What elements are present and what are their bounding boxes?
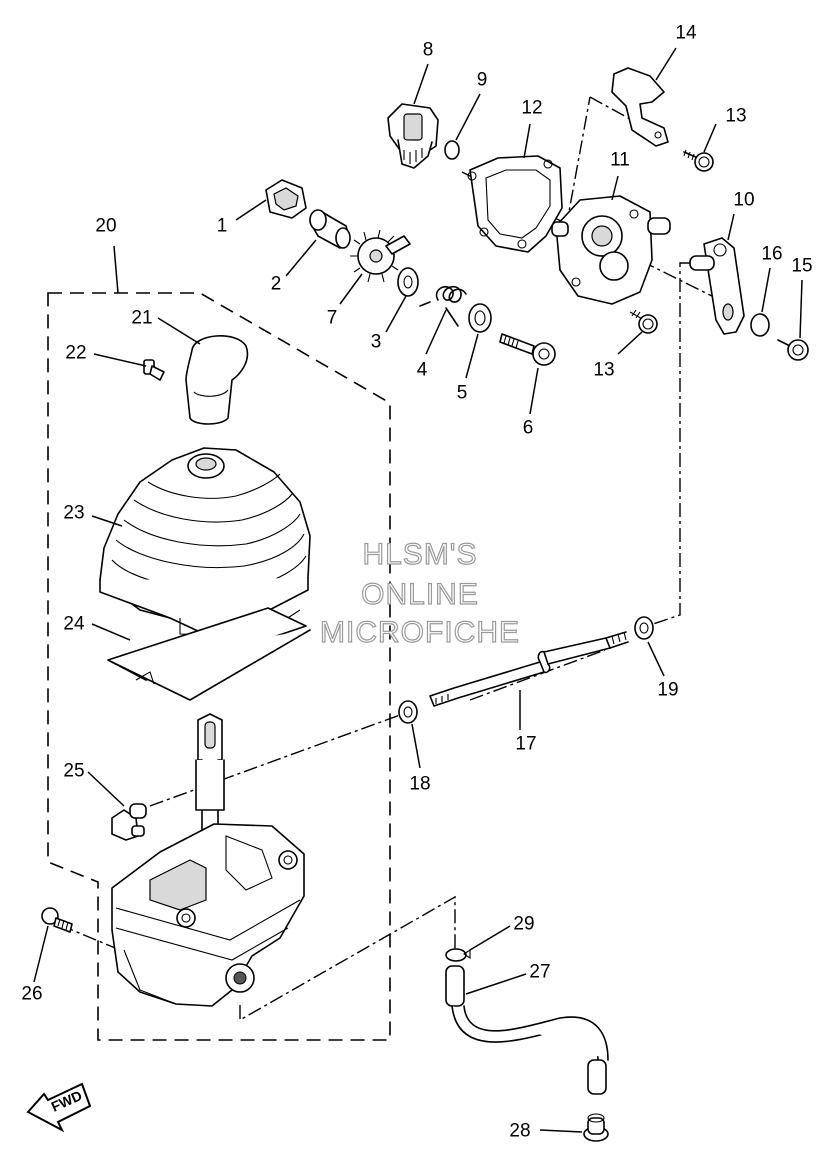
watermark-line-2: ONLINE: [361, 578, 479, 611]
watermark: HLSM'S ONLINE MICROFICHE: [319, 537, 520, 649]
part-13-bolt-lower: [629, 309, 658, 334]
part-1-cap: [265, 179, 307, 219]
callout-4: 4: [417, 360, 428, 381]
callout-13-upper: 13: [725, 106, 746, 127]
part-10-lever: [689, 237, 745, 335]
part-22-screw: [143, 359, 165, 381]
callout-3: 3: [371, 332, 382, 353]
callout-21: 21: [131, 308, 152, 329]
part-26-bolt: [41, 907, 73, 933]
callout-28: 28: [509, 1121, 530, 1142]
part-23-boot: [99, 447, 311, 637]
callout-24: 24: [63, 614, 85, 635]
watermark-line-3: MICROFICHE: [320, 616, 520, 649]
part-15-bolt: [777, 339, 809, 361]
part-11-housing: [551, 195, 671, 305]
callout-16: 16: [761, 244, 782, 265]
part-2-bushing: [309, 209, 351, 249]
assembly-boundary-20: [47, 292, 391, 1041]
callout-23: 23: [63, 503, 84, 524]
callout-19: 19: [657, 680, 678, 701]
callout-27: 27: [529, 962, 550, 983]
leader-lines: [33, 47, 803, 1133]
callout-7: 7: [327, 308, 338, 329]
callout-6: 6: [523, 418, 534, 439]
callout-14: 14: [675, 23, 697, 44]
part-24-seal: [107, 607, 311, 701]
part-7-gear: [350, 229, 411, 283]
part-18-nut: [398, 700, 418, 724]
callout-11: 11: [610, 150, 630, 171]
callout-18: 18: [409, 774, 430, 795]
part-13-bolt-upper: [683, 149, 714, 172]
forward-arrow-icon: FWD: [26, 1082, 92, 1133]
part-19-nut: [634, 616, 654, 640]
callout-9: 9: [477, 70, 488, 91]
part-3-washer: [397, 267, 419, 297]
callout-10: 10: [733, 190, 754, 211]
part-6-bolt: [499, 333, 556, 366]
callout-1: 1: [217, 216, 228, 237]
callout-17: 17: [515, 734, 536, 755]
part-29-clip: [445, 948, 471, 962]
callout-2: 2: [271, 274, 282, 295]
part-16-washer: [750, 313, 770, 337]
part-17-shaft: [429, 631, 629, 707]
callout-22: 22: [65, 343, 86, 364]
callout-5: 5: [457, 383, 468, 404]
part-25-fitting: [111, 803, 147, 841]
part-4-spring: [419, 285, 467, 327]
part-27-hose: [445, 965, 609, 1095]
callout-labels: 1 2 3 4 5 6 7 8 9 10 11 12 13 13 14 15 1…: [21, 23, 812, 1142]
part-28-plug: [583, 1113, 609, 1142]
callout-29: 29: [513, 914, 534, 935]
part-9-o-ring: [444, 140, 460, 160]
callout-8: 8: [423, 40, 434, 61]
part-14-clamp: [611, 67, 669, 147]
part-12-gasket: [467, 155, 563, 253]
part-5-washer: [468, 303, 492, 333]
part-21-knob: [185, 335, 249, 425]
watermark-line-1: HLSM'S: [362, 538, 477, 571]
callout-20: 20: [95, 216, 116, 237]
callout-26: 26: [21, 984, 42, 1005]
part-8-sensor: [387, 103, 439, 169]
callout-25: 25: [63, 761, 84, 782]
callout-15: 15: [791, 256, 812, 277]
callout-12: 12: [521, 98, 542, 119]
shift-housing: [111, 823, 305, 1007]
callout-13-lower: 13: [593, 360, 614, 381]
